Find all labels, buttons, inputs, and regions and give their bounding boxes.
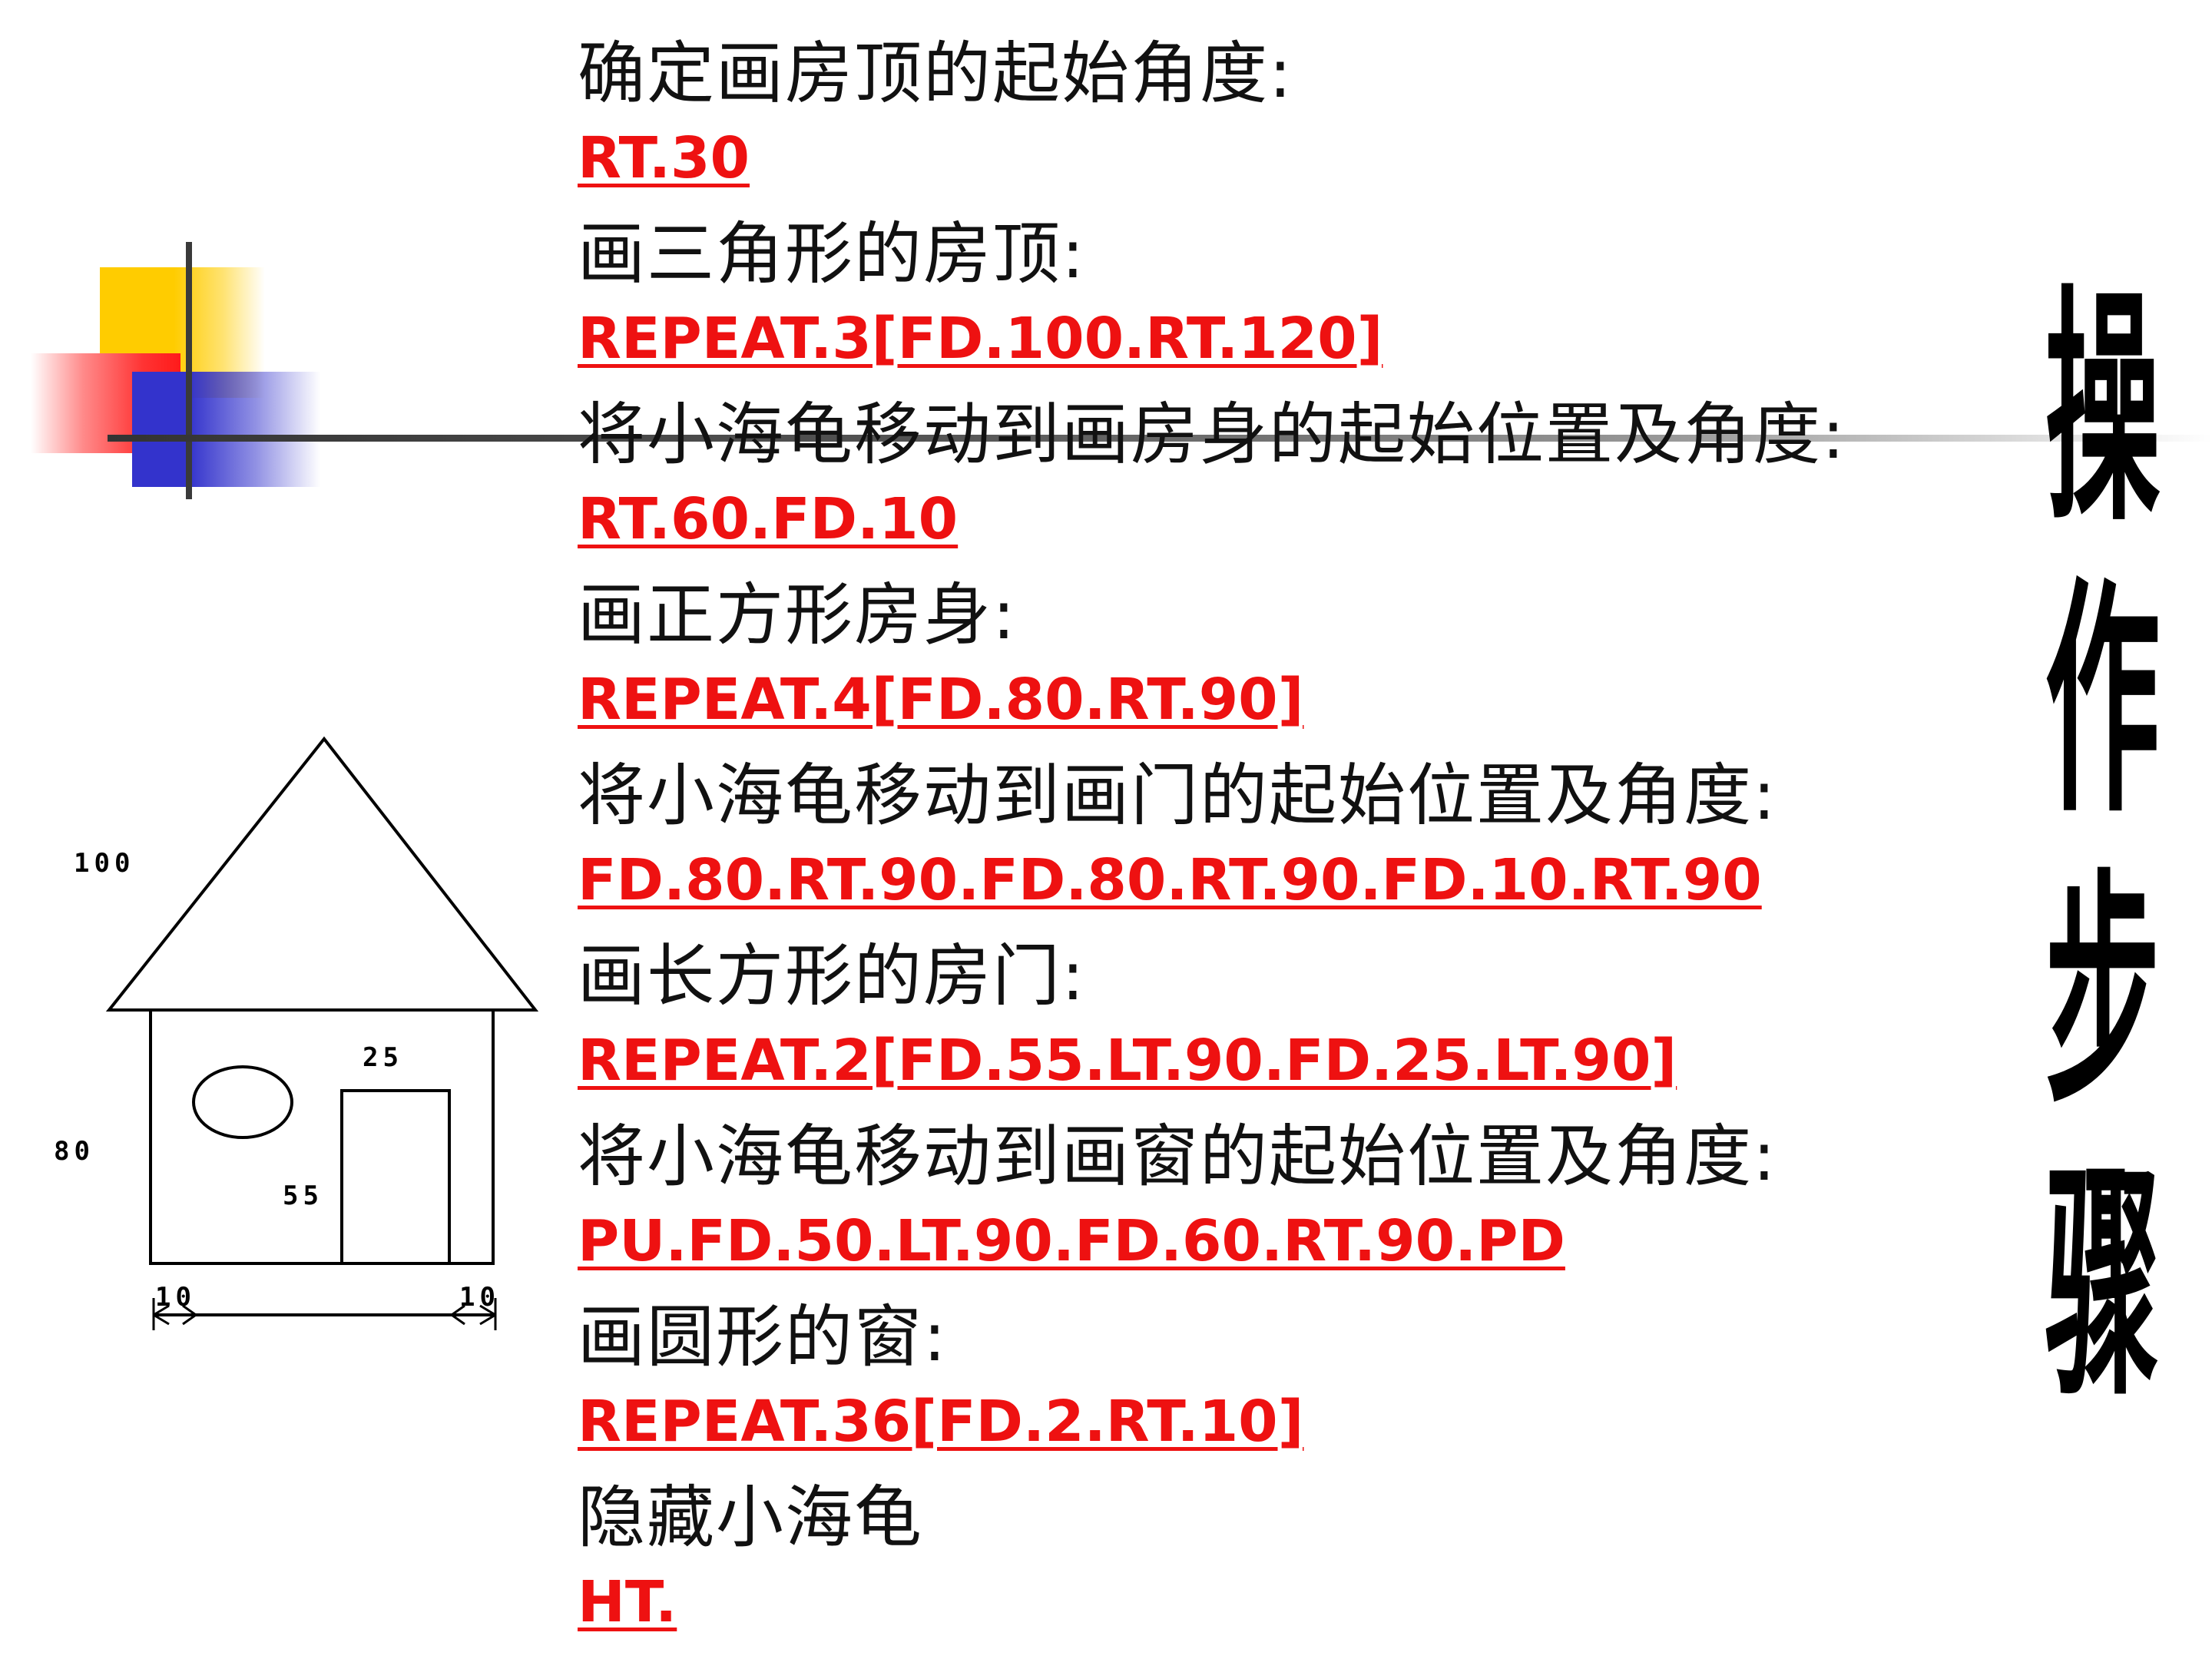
step-6-description: 画长方形的房门: [578,936,1086,1016]
house-svg: 100 80 25 55 10 10 [54,736,539,1330]
door-height-label: 55 [283,1181,323,1211]
body-side-label: 80 [54,1136,94,1167]
step-8-command: REPEAT.36[FD.2.RT.10] [578,1389,1304,1455]
step-9-command: HT. [578,1569,677,1636]
step-2-command: REPEAT.3[FD.100.RT.120] [578,306,1383,373]
steps-list: 确定画房顶的起始角度: RT.30 画三角形的房顶: REPEAT.3[FD.1… [578,23,2037,1647]
step-7-command: PU.FD.50.LT.90.FD.60.RT.90.PD [578,1208,1565,1275]
roof-triangle [105,736,539,1012]
roof-side-label: 100 [74,848,134,879]
house-diagram: 100 80 25 55 10 10 [46,730,553,1344]
step-4-command: REPEAT.4[FD.80.RT.90] [578,667,1304,733]
door [340,1089,451,1265]
title-char-1: 操 [2045,267,2161,555]
house-body [149,1008,495,1265]
title-char-2: 作 [2045,558,2161,847]
step-3-description: 将小海龟移动到画房身的起始位置及角度: [578,395,1846,475]
step-8-description: 画圆形的窗: [578,1297,948,1377]
left-dimension-arrows [152,1298,197,1330]
step-1-command: RT.30 [578,125,750,192]
step-1-description: 确定画房顶的起始角度: [578,34,1293,114]
decor-horizontal-line [108,435,2212,442]
left-offset-label: 10 [155,1282,196,1313]
decor-vertical-line [186,242,192,499]
step-4-description: 画正方形房身: [578,575,1017,655]
vertical-title: 操 作 步 骤 [2035,265,2170,1432]
right-offset-label: 10 [459,1282,500,1313]
step-3-command: RT.60.FD.10 [578,486,959,553]
step-5-description: 将小海龟移动到画门的起始位置及角度: [578,756,1777,836]
step-2-description: 画三角形的房顶: [578,214,1086,294]
decor-blue-block [132,372,320,487]
step-6-command: REPEAT.2[FD.55.LT.90.FD.25.LT.90] [578,1028,1677,1094]
step-9-description: 隐藏小海龟 [578,1478,924,1558]
title-char-3: 步 [2045,850,2161,1139]
window [192,1065,293,1139]
step-5-command: FD.80.RT.90.FD.80.RT.90.FD.10.RT.90 [578,847,1762,914]
door-width-label: 25 [363,1042,403,1073]
right-dimension-arrows [451,1298,497,1330]
title-char-4: 骤 [2045,1142,2161,1431]
step-7-description: 将小海龟移动到画窗的起始位置及角度: [578,1117,1777,1197]
